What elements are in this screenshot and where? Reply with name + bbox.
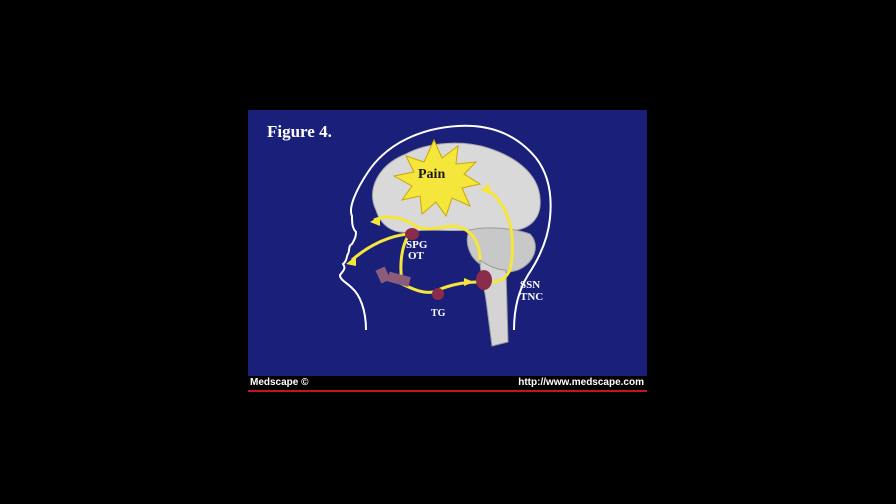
footer-url[interactable]: http://www.medscape.com — [518, 377, 644, 388]
ot-label: OT — [408, 250, 424, 262]
arrowhead-nose — [346, 256, 356, 266]
vessel-shape — [375, 266, 411, 287]
ssn-label: SSN — [520, 279, 541, 291]
arrowhead-front — [370, 216, 380, 226]
cerebellum-shape — [466, 227, 536, 273]
tg-node — [432, 288, 444, 300]
pathway-to-nose — [351, 232, 409, 262]
figure-panel: Figure 4. Pain SPG OT SSN TNC TG — [248, 110, 647, 376]
spg-node — [405, 228, 419, 240]
footer-brand: Medscape © — [250, 377, 309, 388]
pain-label: Pain — [418, 167, 446, 182]
tnc-node — [476, 270, 492, 290]
arrowhead-lower — [464, 278, 474, 286]
pathway-upper-loop — [373, 215, 482, 261]
footer-bar: Medscape © http://www.medscape.com — [248, 376, 647, 392]
pain-burst — [392, 138, 482, 218]
head-outline — [338, 124, 552, 331]
figure-title: Figure 4. — [267, 122, 332, 141]
head-diagram — [338, 124, 552, 347]
pathway-back — [483, 186, 514, 284]
tg-label: TG — [431, 308, 446, 319]
arrowhead-back — [480, 184, 490, 194]
spg-label: SPG — [406, 239, 428, 251]
tnc-label: TNC — [520, 291, 544, 303]
